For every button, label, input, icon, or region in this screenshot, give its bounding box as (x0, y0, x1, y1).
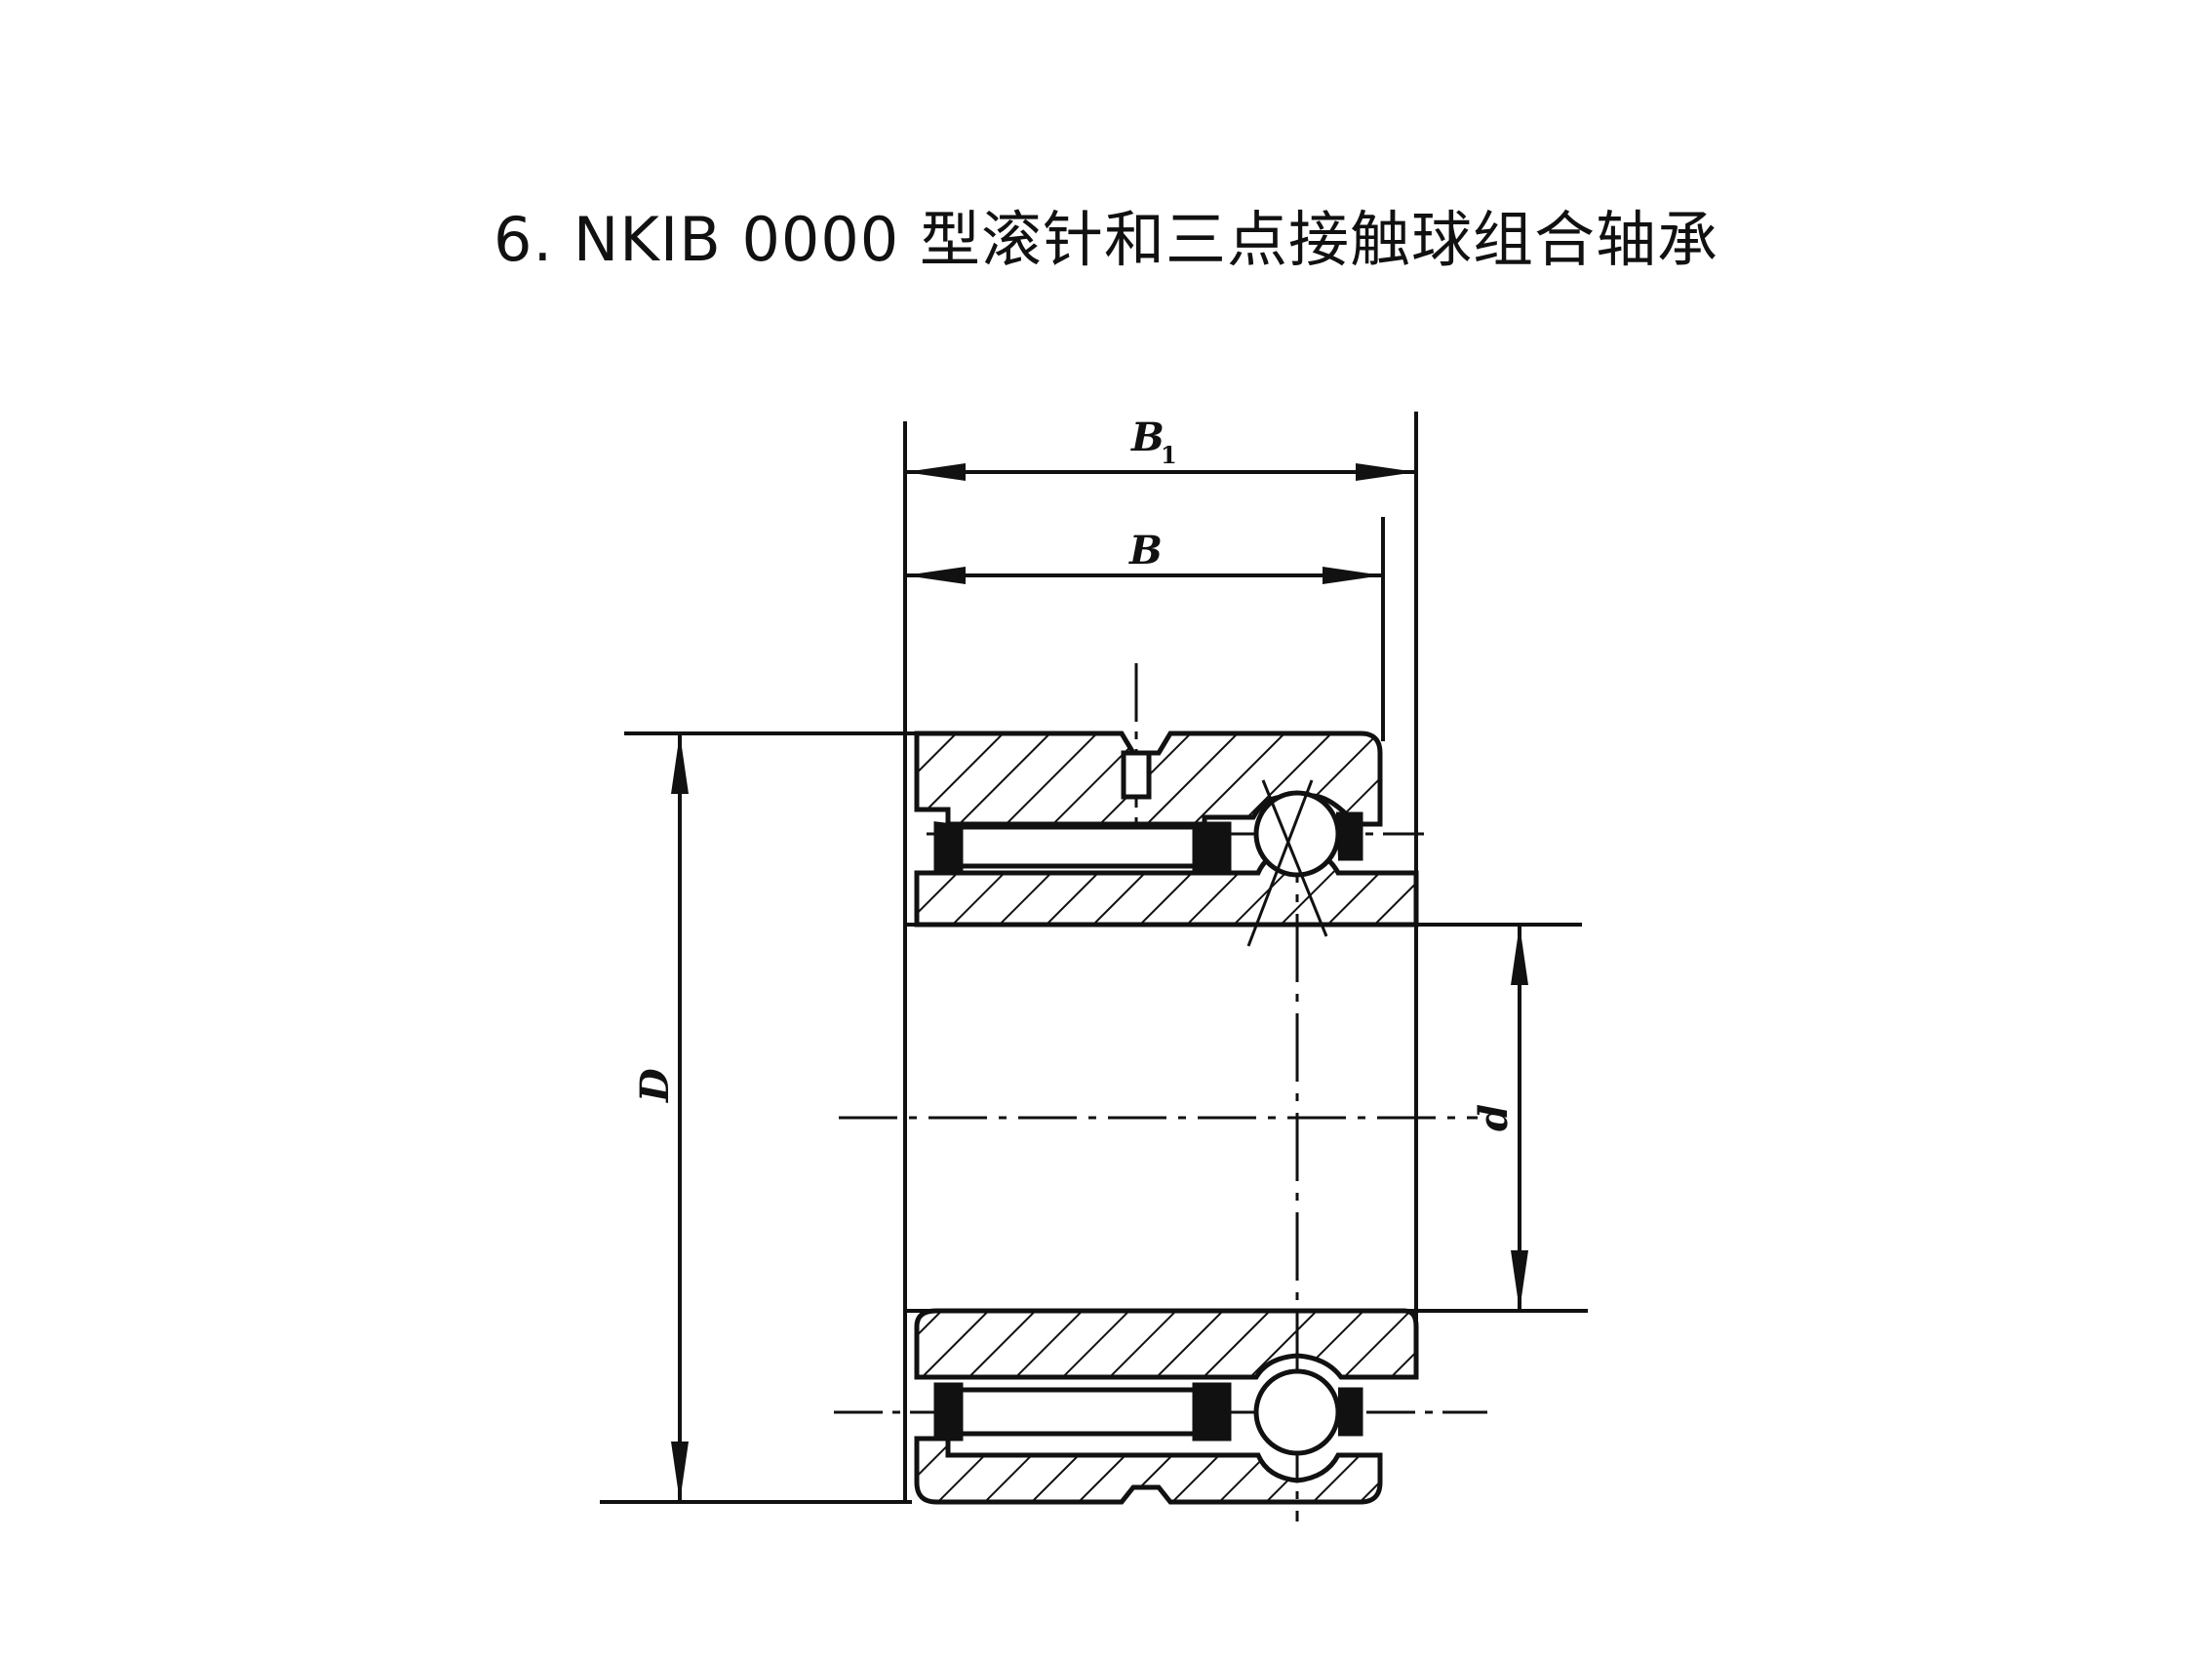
lower-ball-seal (1338, 1387, 1363, 1437)
drawing-lines (600, 412, 1588, 1521)
arrowhead (671, 1442, 689, 1502)
upper-ball-seal (1336, 811, 1363, 861)
lower-cage-left (933, 1382, 964, 1442)
lower-section (914, 1308, 1419, 1505)
b1-label: B (1130, 415, 1165, 460)
lower-inner-ring (914, 1308, 1419, 1380)
inner-diameter-label: d (1471, 1104, 1517, 1131)
upper-contact-line (1261, 779, 1328, 937)
arrowhead (1511, 925, 1528, 985)
outer-diameter-label: D (632, 1068, 678, 1103)
lower-cage-right (1192, 1382, 1232, 1442)
arrowhead (671, 733, 689, 794)
upper-cage-right (1192, 821, 1232, 876)
arrowhead (1511, 1250, 1528, 1311)
b-label: B (1128, 528, 1163, 573)
upper-needle-roller (958, 824, 1198, 869)
upper-oil-hole (1121, 750, 1152, 800)
upper-section (914, 731, 1419, 947)
upper-contact-line (1246, 779, 1314, 947)
b1-subscript: 1 (1161, 441, 1177, 469)
arrowhead (1356, 463, 1416, 481)
lower-needle-roller (958, 1387, 1198, 1437)
lower-ball (1253, 1368, 1341, 1456)
upper-cage-left (933, 821, 964, 876)
arrowhead (1323, 567, 1383, 584)
lower-outer-ring (914, 1436, 1383, 1505)
page-title: 6. NKIB 0000 型滚针和三点接触球组合轴承 (494, 204, 1718, 275)
arrowhead (905, 567, 966, 584)
arrowheads (671, 463, 1528, 1502)
arrowhead (905, 463, 966, 481)
